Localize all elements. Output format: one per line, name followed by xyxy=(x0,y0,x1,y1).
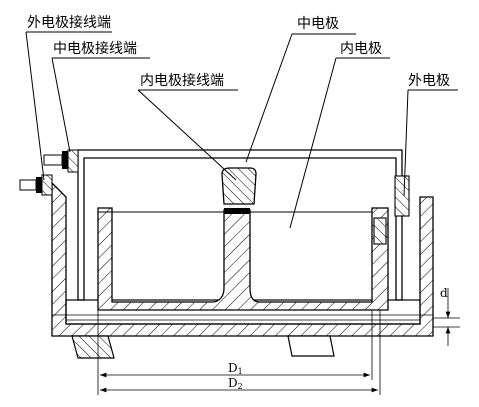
feet xyxy=(71,335,335,359)
inner-terminal-cap xyxy=(221,167,257,205)
outer-terminal-connector xyxy=(19,174,53,196)
label-outer-terminal: 外电极接线端 xyxy=(27,14,111,31)
label-middle-electrode: 中电极 xyxy=(297,16,339,32)
leader-lines xyxy=(25,31,458,229)
label-d1: D1 xyxy=(228,361,243,376)
dimension-d xyxy=(433,288,460,346)
inner-electrode-body xyxy=(97,207,389,311)
label-inner-electrode: 内电极 xyxy=(340,41,382,57)
dimension-extensions xyxy=(97,310,381,395)
outer-electrode-body xyxy=(51,181,434,337)
seal-right xyxy=(373,175,410,245)
label-outer-electrode: 外电极 xyxy=(408,73,450,89)
label-inner-terminal: 内电极接线端 xyxy=(140,72,224,89)
label-d2: D2 xyxy=(228,376,243,391)
middle-terminal-connector xyxy=(43,149,79,173)
label-middle-terminal: 中电极接线端 xyxy=(53,40,137,57)
label-d: d xyxy=(440,286,448,300)
